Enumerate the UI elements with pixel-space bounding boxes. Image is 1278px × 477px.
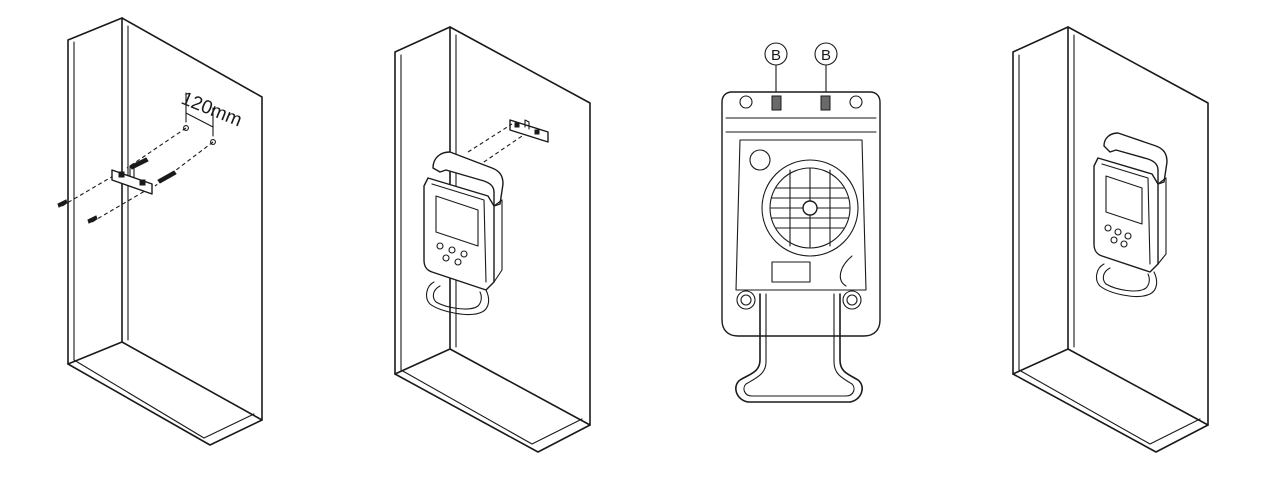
fan-grille (770, 167, 850, 249)
step-2-heater-hanging (394, 26, 591, 453)
wall-alcove-1 (67, 17, 263, 446)
wall-bracket-2 (509, 119, 549, 143)
bracket-with-screws (57, 127, 214, 224)
heater-unit-mounted (1093, 132, 1168, 297)
heater-stand-loop (735, 293, 863, 403)
distance-label: 120mm (178, 88, 245, 131)
step-4-heater-mounted (1012, 26, 1209, 453)
marker-b-left: B (764, 42, 788, 99)
step-3-rear-view: B B (721, 42, 881, 403)
svg-text:B: B (771, 47, 781, 64)
marker-b-right: B (814, 42, 838, 99)
wall-alcove-4 (1012, 26, 1209, 453)
step-1-bracket-fixing: 120mm (57, 17, 263, 446)
heater-rear-body (721, 91, 881, 337)
heater-unit-side-view (423, 151, 504, 315)
svg-text:B: B (821, 47, 831, 64)
dimension-120mm: 120mm (178, 88, 245, 145)
